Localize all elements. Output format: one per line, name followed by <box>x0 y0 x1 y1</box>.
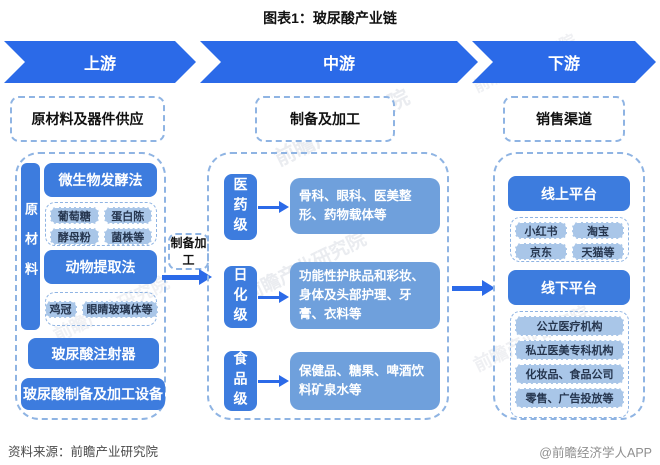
grade-daily-text: 日化级 <box>232 267 249 327</box>
pharma-applications-box: 骨科、眼科、医美整形、药物载体等 <box>290 178 440 234</box>
chip-yeast-powder: 酵母粉 <box>50 228 99 245</box>
grade-daily-box: 日化级 <box>224 266 257 328</box>
upstream-header: 原材料及器件供应 <box>10 96 165 142</box>
arrow-right-icon <box>162 269 212 285</box>
source-note: 资料来源：前瞻产业研究院 <box>8 445 159 459</box>
chip-cosmetics-food-co: 化妆品、食品公司 <box>515 364 624 384</box>
downstream-panel <box>493 152 645 420</box>
downstream-header: 销售渠道 <box>503 96 625 142</box>
syringe-box: 玻尿酸注射器 <box>28 338 159 369</box>
grade-pharma-text: 医药级 <box>232 177 249 237</box>
grade-food-box: 食品级 <box>224 351 257 411</box>
banner-upstream: 上游 <box>4 41 196 83</box>
online-chips-group: 小红书 淘宝 京东 天猫等 <box>510 217 629 262</box>
midstream-header: 制备及加工 <box>255 96 395 142</box>
chip-xiaohongshu: 小红书 <box>515 222 567 239</box>
arrow-right-icon <box>258 201 289 213</box>
prepare-process-link-box: 制备加工 <box>168 233 209 270</box>
chip-public-medical: 公立医疗机构 <box>515 316 624 336</box>
daily-applications-box: 功能性护肤品和彩妆、身体及头部护理、牙膏、衣料等 <box>290 262 440 329</box>
offline-platform-box: 线下平台 <box>508 270 630 305</box>
online-platform-box: 线上平台 <box>508 176 630 211</box>
equipment-box: 玻尿酸制备及加工设备 <box>21 378 165 410</box>
grade-pharma-box: 医药级 <box>224 174 257 240</box>
animal-extraction-box: 动物提取法 <box>44 250 157 284</box>
chip-private-clinic: 私立医美专科机构 <box>515 340 624 360</box>
banner-midstream: 中游 <box>200 41 478 83</box>
extraction-chips-group: 鸡冠 眼睛玻璃体等 <box>44 292 158 326</box>
chip-glucose: 葡萄糖 <box>50 207 99 224</box>
chart-title: 图表1：玻尿酸产业链 <box>263 10 397 26</box>
chip-retail-ads: 零售、广告投放等 <box>515 388 624 408</box>
chip-strains: 菌株等 <box>103 228 152 245</box>
chip-vitreous: 眼睛玻璃体等 <box>81 300 158 318</box>
fermentation-method-box: 微生物发酵法 <box>44 163 157 197</box>
raw-material-side-label-text: 原材料 <box>23 201 38 292</box>
food-applications-box: 保健品、糖果、啤酒饮料矿泉水等 <box>290 352 440 410</box>
arrow-right-icon <box>258 291 289 303</box>
grade-food-text: 食品级 <box>232 351 249 411</box>
chip-taobao: 淘宝 <box>572 222 624 239</box>
fermentation-chips-group: 葡萄糖 蛋白陈 酵母粉 菌株等 <box>45 202 157 246</box>
raw-material-side-label: 原材料 <box>21 163 40 330</box>
chip-jd: 京东 <box>515 243 567 260</box>
offline-items-group: 公立医疗机构 私立医美专科机构 化妆品、食品公司 零售、广告投放等 <box>510 311 629 418</box>
chip-peptone: 蛋白陈 <box>103 207 152 224</box>
credit-note: @前瞻经济学人APP <box>539 446 652 460</box>
upstream-panel <box>15 152 166 420</box>
arrow-right-icon <box>452 280 495 296</box>
midstream-panel <box>207 152 449 420</box>
chip-cockscomb: 鸡冠 <box>44 300 77 318</box>
arrow-right-icon <box>258 375 289 387</box>
chip-tmall: 天猫等 <box>572 243 624 260</box>
banner-downstream: 下游 <box>472 41 656 83</box>
